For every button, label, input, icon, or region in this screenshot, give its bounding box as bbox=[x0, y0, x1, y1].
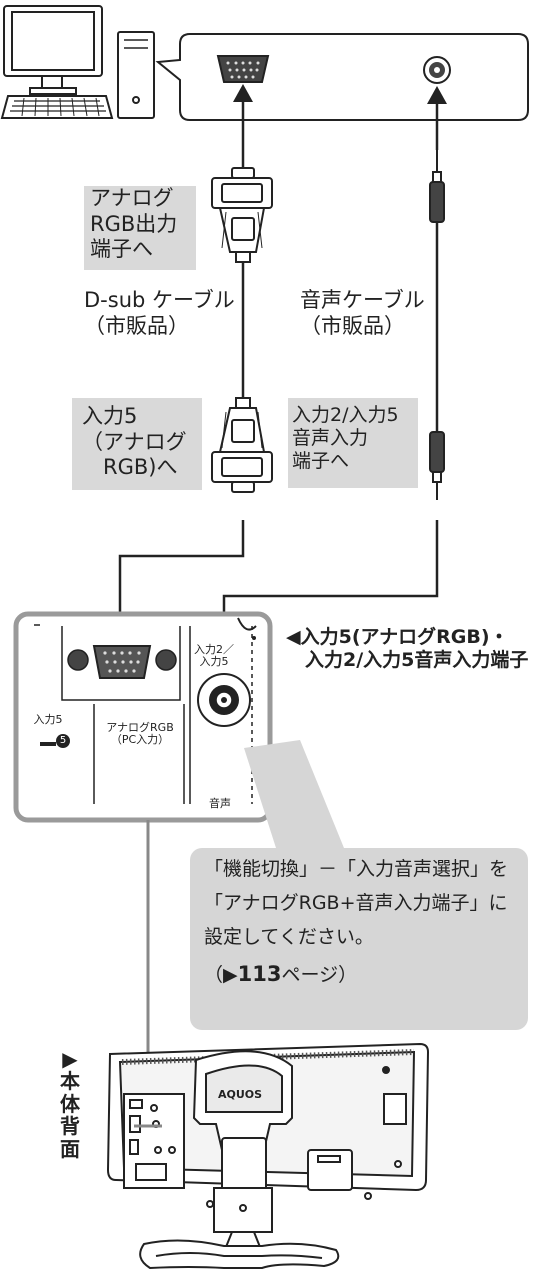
pc-rear-panel-box bbox=[155, 33, 529, 121]
audio-plug-bottom-icon bbox=[429, 431, 445, 500]
audio-cable-label: 音声ケーブル （市販品） bbox=[300, 288, 425, 338]
rear-view-text: ▶ 本 体 背 面 bbox=[60, 1047, 80, 1161]
pc-vga-port-icon bbox=[216, 55, 270, 83]
panel-analog-rgb-label: アナログRGB （PC入力） bbox=[106, 721, 174, 747]
terminal-title: ◀入力5(アナログRGB)・ 入力2/入力5音声入力端子 bbox=[286, 626, 529, 672]
pc-monitor-icon bbox=[3, 5, 103, 95]
panel-input5-label: 入力5 bbox=[33, 713, 63, 726]
callout-line-3: 設定してください。 bbox=[204, 926, 374, 948]
panel-input-2-5-label: 入力2／ 入力5 bbox=[194, 643, 234, 669]
pc-audio-jack-icon bbox=[423, 56, 451, 84]
dsub-cable-label: D-sub ケーブル （市販品） bbox=[84, 288, 235, 338]
arrow-to-pc-vga bbox=[233, 84, 253, 168]
page-ref-prefix: （▶ bbox=[204, 964, 238, 986]
audio-input-label-bg bbox=[288, 398, 418, 488]
page-ref-number[interactable]: 113 bbox=[237, 962, 282, 986]
callout-line-2: 「アナログRGB+音声入力端子」に bbox=[204, 892, 508, 914]
panel-audio-label: 音声 bbox=[209, 797, 231, 810]
rear-view-label: ▶ 本 体 背 面 bbox=[58, 1048, 82, 1160]
input5-label-bg bbox=[72, 398, 202, 490]
keyboard-icon bbox=[0, 95, 114, 119]
input5-analog-rgb-label: 入力5 （アナログ RGB)へ bbox=[82, 404, 187, 480]
pc-tower-icon bbox=[117, 31, 155, 119]
audio-plug-top-icon bbox=[429, 150, 445, 223]
tv-rear-view-illustration bbox=[106, 1042, 430, 1208]
settings-callout: 「機能切換」－「入力音声選択」を 「アナログRGB+音声入力端子」に 設定してく… bbox=[190, 848, 528, 1030]
aquos-logo: AQUOS bbox=[218, 1088, 263, 1101]
analog-rgb-output-label: アナログ RGB出力 端子へ bbox=[90, 186, 178, 262]
tv-stand-illustration bbox=[139, 1187, 340, 1270]
terminal-panel-detail bbox=[34, 624, 253, 804]
pc-output-label-bg bbox=[84, 186, 196, 270]
tv-audio-jack-icon bbox=[197, 673, 251, 727]
vga-connection-line bbox=[118, 520, 245, 640]
tv-vga-port-icon bbox=[67, 645, 177, 679]
audio-input-terminal-label: 入力2/入力5 音声入力 端子へ bbox=[292, 404, 399, 473]
callout-pointer bbox=[244, 740, 344, 848]
panel-input5-badge: 5 bbox=[56, 734, 70, 748]
callout-line-1: 「機能切換」－「入力音声選択」を bbox=[204, 858, 509, 880]
arrow-to-pc-audio bbox=[427, 86, 447, 150]
panel-dot bbox=[252, 636, 256, 640]
page-reference[interactable]: （▶113ページ） bbox=[204, 960, 357, 987]
panel-curl-mark bbox=[237, 617, 257, 631]
dsub-connector-bottom-icon bbox=[211, 397, 273, 493]
dsub-connector-top-icon bbox=[211, 167, 273, 263]
page-ref-suffix: ページ） bbox=[281, 964, 358, 986]
